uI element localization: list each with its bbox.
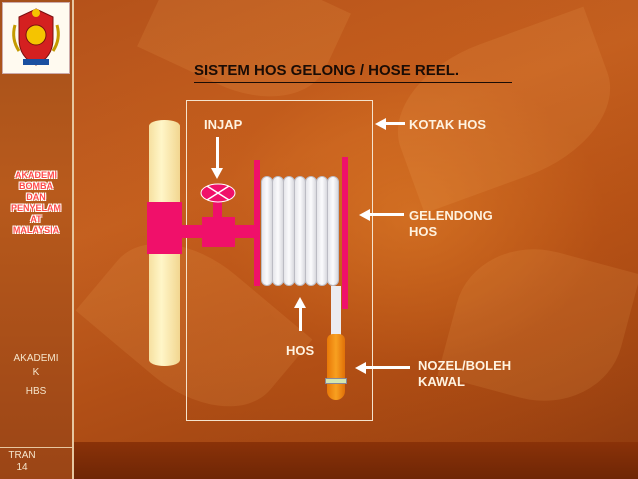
valve-handwheel-icon xyxy=(200,183,236,203)
reel-plate-left xyxy=(254,160,260,286)
label-kotak-hos: KOTAK HOS xyxy=(409,117,487,132)
title-underline xyxy=(194,82,512,83)
hose-box-frame xyxy=(186,100,373,421)
sidebar-subtitle: AKADEMI K xyxy=(13,353,59,378)
hose-coil xyxy=(327,176,339,286)
sidebar-divider xyxy=(0,447,72,448)
hose-tail xyxy=(331,286,341,336)
nozzle xyxy=(327,334,345,400)
label-hos: HOS xyxy=(286,343,315,358)
reel-plate-right xyxy=(342,157,348,309)
footer-bar xyxy=(74,442,638,479)
arrow-nozel-head xyxy=(355,362,366,374)
fire-department-crest-icon xyxy=(12,8,60,66)
feed-connector xyxy=(180,225,202,238)
arrow-kotak xyxy=(385,122,405,125)
valve-body xyxy=(202,217,235,247)
logo xyxy=(2,2,70,74)
arrow-hos-head xyxy=(294,297,306,308)
reel-connector xyxy=(235,225,255,238)
sidebar: AKADEMI BOMBA DAN PENYELAM AT MALAYSIA A… xyxy=(0,0,74,479)
arrow-gelendong xyxy=(369,213,404,216)
arrow-gelendong-head xyxy=(359,209,370,221)
arrow-nozel xyxy=(365,366,410,369)
label-injap: INJAP xyxy=(204,117,243,132)
valve-stem xyxy=(213,198,222,218)
arrow-hos xyxy=(299,307,302,331)
slide-number: TRAN 14 xyxy=(8,450,36,473)
pipe-joint xyxy=(147,202,182,254)
slide-title: SISTEM HOS GELONG / HOSE REEL. xyxy=(194,62,460,79)
label-nozel: NOZEL/BOLEH KAWAL xyxy=(418,358,512,389)
arrow-injap-head xyxy=(211,168,223,179)
arrow-kotak-head xyxy=(375,118,386,130)
nozzle-ring xyxy=(325,378,347,384)
arrow-injap xyxy=(216,137,219,169)
label-gelendong-hos: GELENDONG HOS xyxy=(409,208,493,239)
academy-name: AKADEMI BOMBA DAN PENYELAM AT MALAYSIA xyxy=(10,170,61,235)
sidebar-code: HBS xyxy=(25,386,47,397)
